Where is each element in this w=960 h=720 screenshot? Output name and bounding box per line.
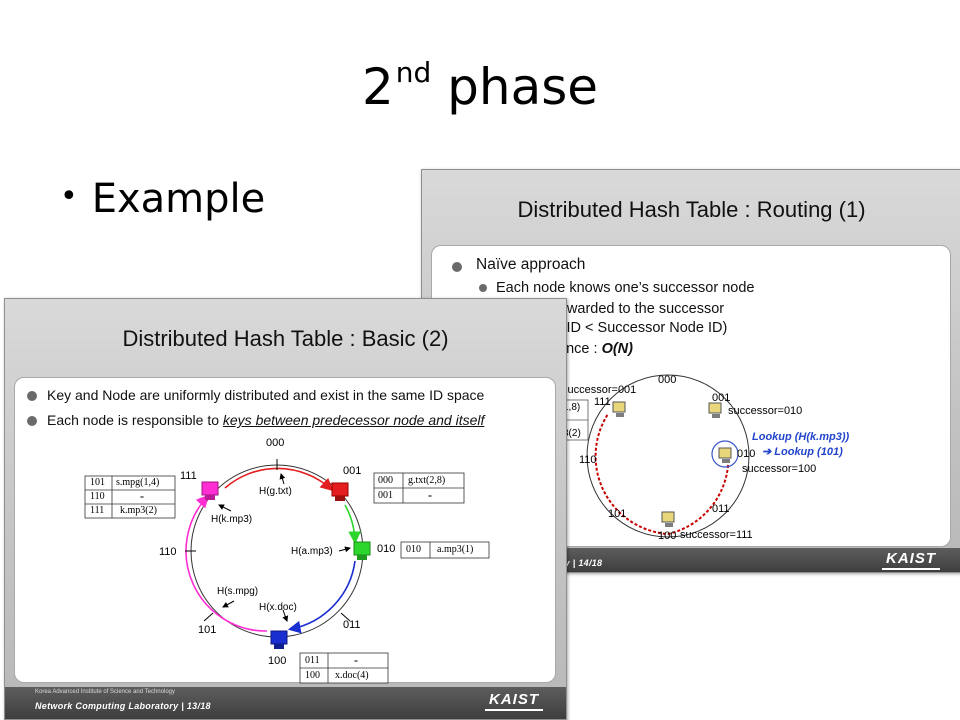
green-arc xyxy=(344,504,362,545)
node-label: 011 xyxy=(712,503,730,515)
table-cell: 101 xyxy=(90,477,105,488)
basic-footer xyxy=(5,687,566,719)
lookup-label-2: ➔ Lookup (101) xyxy=(762,446,843,458)
lookup-highlight xyxy=(711,440,739,468)
node-label: 100 xyxy=(268,655,287,667)
node-label: 010 xyxy=(737,448,756,460)
node-label: 111 xyxy=(180,470,197,482)
table-010 xyxy=(400,541,490,559)
node-label: 101 xyxy=(198,624,217,636)
node-label: 010 xyxy=(377,543,396,555)
magenta-arc xyxy=(185,494,268,632)
node-label: 001 xyxy=(712,392,731,404)
table-cell: 000 xyxy=(378,475,393,486)
table-111 xyxy=(84,475,176,519)
successor-label: successor=100 xyxy=(742,463,817,475)
node-label: 111 xyxy=(594,396,611,408)
hash-label: H(x.doc) xyxy=(259,602,297,613)
table-cell: a.mp3(1) xyxy=(437,544,474,555)
computer-icon xyxy=(661,511,675,527)
routing-line-1: Naïve approach xyxy=(476,256,586,273)
table-cell: 111 xyxy=(90,505,105,516)
red-arc xyxy=(224,467,334,492)
table-fragment: 1,8) xyxy=(563,402,581,413)
hash-label: H(g.txt) xyxy=(259,486,292,497)
computer-icon xyxy=(612,401,626,417)
table-cell: s.mpg(1,4) xyxy=(116,477,160,488)
node-label: 110 xyxy=(159,546,177,558)
bullet-dot xyxy=(27,416,37,426)
bullet-example: •Example xyxy=(60,176,266,222)
table-cell: k.mp3(2) xyxy=(120,505,157,516)
node-label: 000 xyxy=(658,374,677,386)
routing-slide-title: Distributed Hash Table : Routing (1) xyxy=(517,197,866,222)
server-icon-green xyxy=(353,541,371,560)
computer-icon xyxy=(708,402,722,418)
bullet-dot xyxy=(27,391,37,401)
successor-label: successor=010 xyxy=(728,405,803,417)
table-cell: - xyxy=(428,488,432,502)
table-cell: 100 xyxy=(305,670,320,681)
hash-label: H(s.mpg) xyxy=(217,586,259,597)
basic-line-2: Each node is responsible to keys between… xyxy=(47,412,485,428)
table-cell: 010 xyxy=(406,544,421,555)
node-label: 101 xyxy=(608,508,627,520)
table-cell: x.doc(4) xyxy=(335,670,369,681)
basic-ring-diagram xyxy=(84,459,490,684)
table-100 xyxy=(299,652,389,684)
footer-text: Network Computing Laboratory | 13/18 xyxy=(35,701,211,711)
routing-path xyxy=(594,413,730,536)
table-cell: 001 xyxy=(378,490,393,501)
node-label: 001 xyxy=(343,465,362,477)
table-fragment: 3(2) xyxy=(563,428,581,439)
footer-small-text: Korea Advanced Institute of Science and … xyxy=(35,689,175,695)
table-cell: 110 xyxy=(90,491,105,502)
basic-slide-image: Distributed Hash Table : Basic (2) Key a… xyxy=(4,298,567,720)
hash-label: H(a.mp3) xyxy=(291,546,333,557)
table-cell: - xyxy=(354,653,358,667)
server-icon-red xyxy=(331,482,349,501)
basic-slide-title: Distributed Hash Table : Basic (2) xyxy=(122,326,449,351)
computer-icon xyxy=(718,447,732,463)
hash-label: H(k.mp3) xyxy=(211,514,253,525)
node-label: 000 xyxy=(266,437,285,449)
table-cell: g.txt(2,8) xyxy=(408,475,446,486)
node-label: 011 xyxy=(343,619,361,631)
table-cell: - xyxy=(140,489,144,503)
kaist-logo: KAIST xyxy=(882,550,940,570)
routing-line-2: Each node knows one’s successor node xyxy=(496,280,755,296)
blue-arc xyxy=(287,560,356,634)
bullet-dot xyxy=(452,262,462,272)
node-label: 100 xyxy=(658,530,677,542)
lookup-label: Lookup (H(k.mp3)) xyxy=(752,431,850,443)
table-001 xyxy=(373,472,465,504)
basic-line-1: Key and Node are uniformly distributed a… xyxy=(47,387,485,403)
node-label: 110 xyxy=(579,454,597,466)
successor-label: successor=111 xyxy=(680,529,753,541)
page-title: 2nd phase xyxy=(361,56,599,116)
server-icon-magenta xyxy=(201,481,219,500)
bullet-dot xyxy=(479,284,487,292)
routing-ring xyxy=(586,374,750,538)
table-cell: 011 xyxy=(305,655,320,666)
server-icon-blue xyxy=(270,630,288,649)
kaist-logo: KAIST xyxy=(485,691,543,711)
successor-label: successor=001 xyxy=(562,384,637,396)
